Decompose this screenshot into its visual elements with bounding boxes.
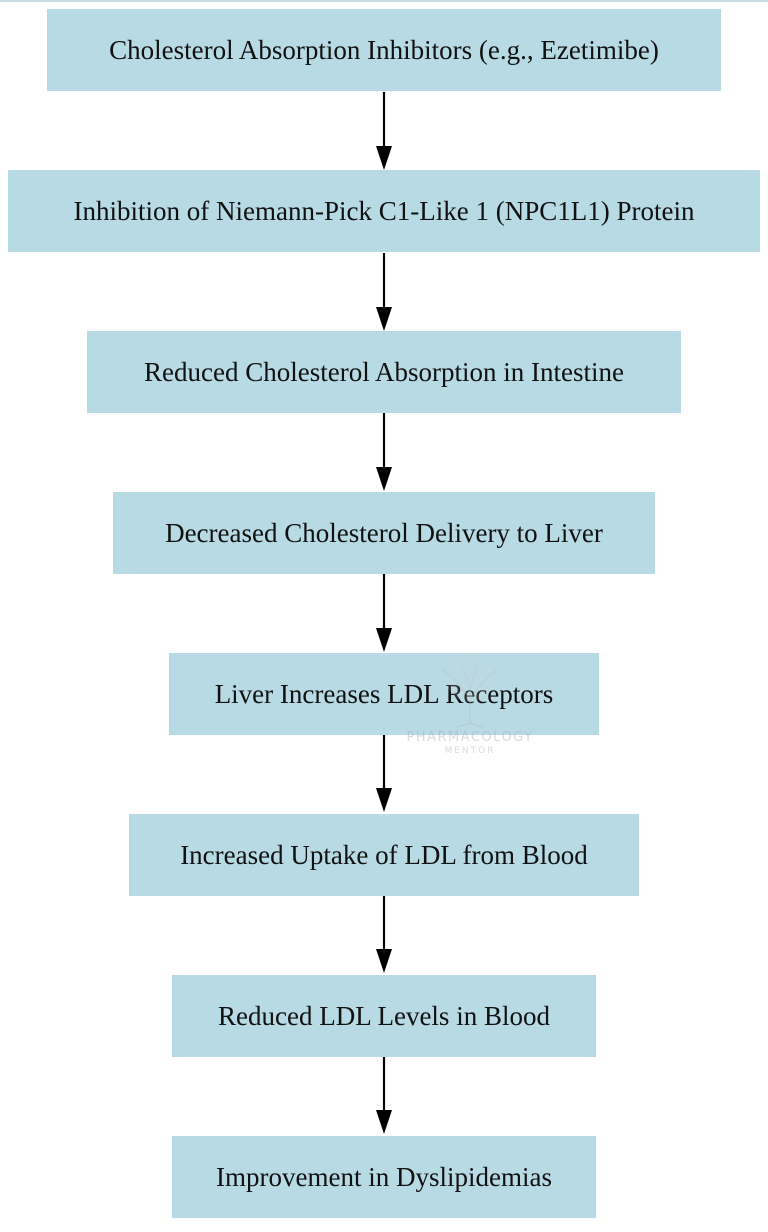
edge-n4-n5	[376, 574, 392, 652]
node-decreased-delivery: Decreased Cholesterol Delivery to Liver	[113, 492, 655, 574]
edge-n7-n8	[376, 1056, 392, 1134]
node-npc1l1-inhibition: Inhibition of Niemann-Pick C1-Like 1 (NP…	[8, 170, 760, 252]
node-dyslipidemia-improvement: Improvement in Dyslipidemias	[172, 1136, 596, 1218]
edge-n1-n2	[376, 92, 392, 170]
edge-n6-n7	[376, 895, 392, 973]
edge-n3-n4	[376, 413, 392, 491]
edge-n5-n6	[376, 734, 392, 812]
node-reduced-ldl: Reduced LDL Levels in Blood	[172, 975, 596, 1057]
node-ldl-uptake: Increased Uptake of LDL from Blood	[129, 814, 639, 896]
node-ezetimibe: Cholesterol Absorption Inhibitors (e.g.,…	[47, 9, 721, 91]
node-reduced-absorption: Reduced Cholesterol Absorption in Intest…	[87, 331, 681, 413]
edge-n2-n3	[376, 253, 392, 331]
node-ldl-receptors: Liver Increases LDL Receptors	[169, 653, 599, 735]
top-border	[0, 0, 768, 2]
